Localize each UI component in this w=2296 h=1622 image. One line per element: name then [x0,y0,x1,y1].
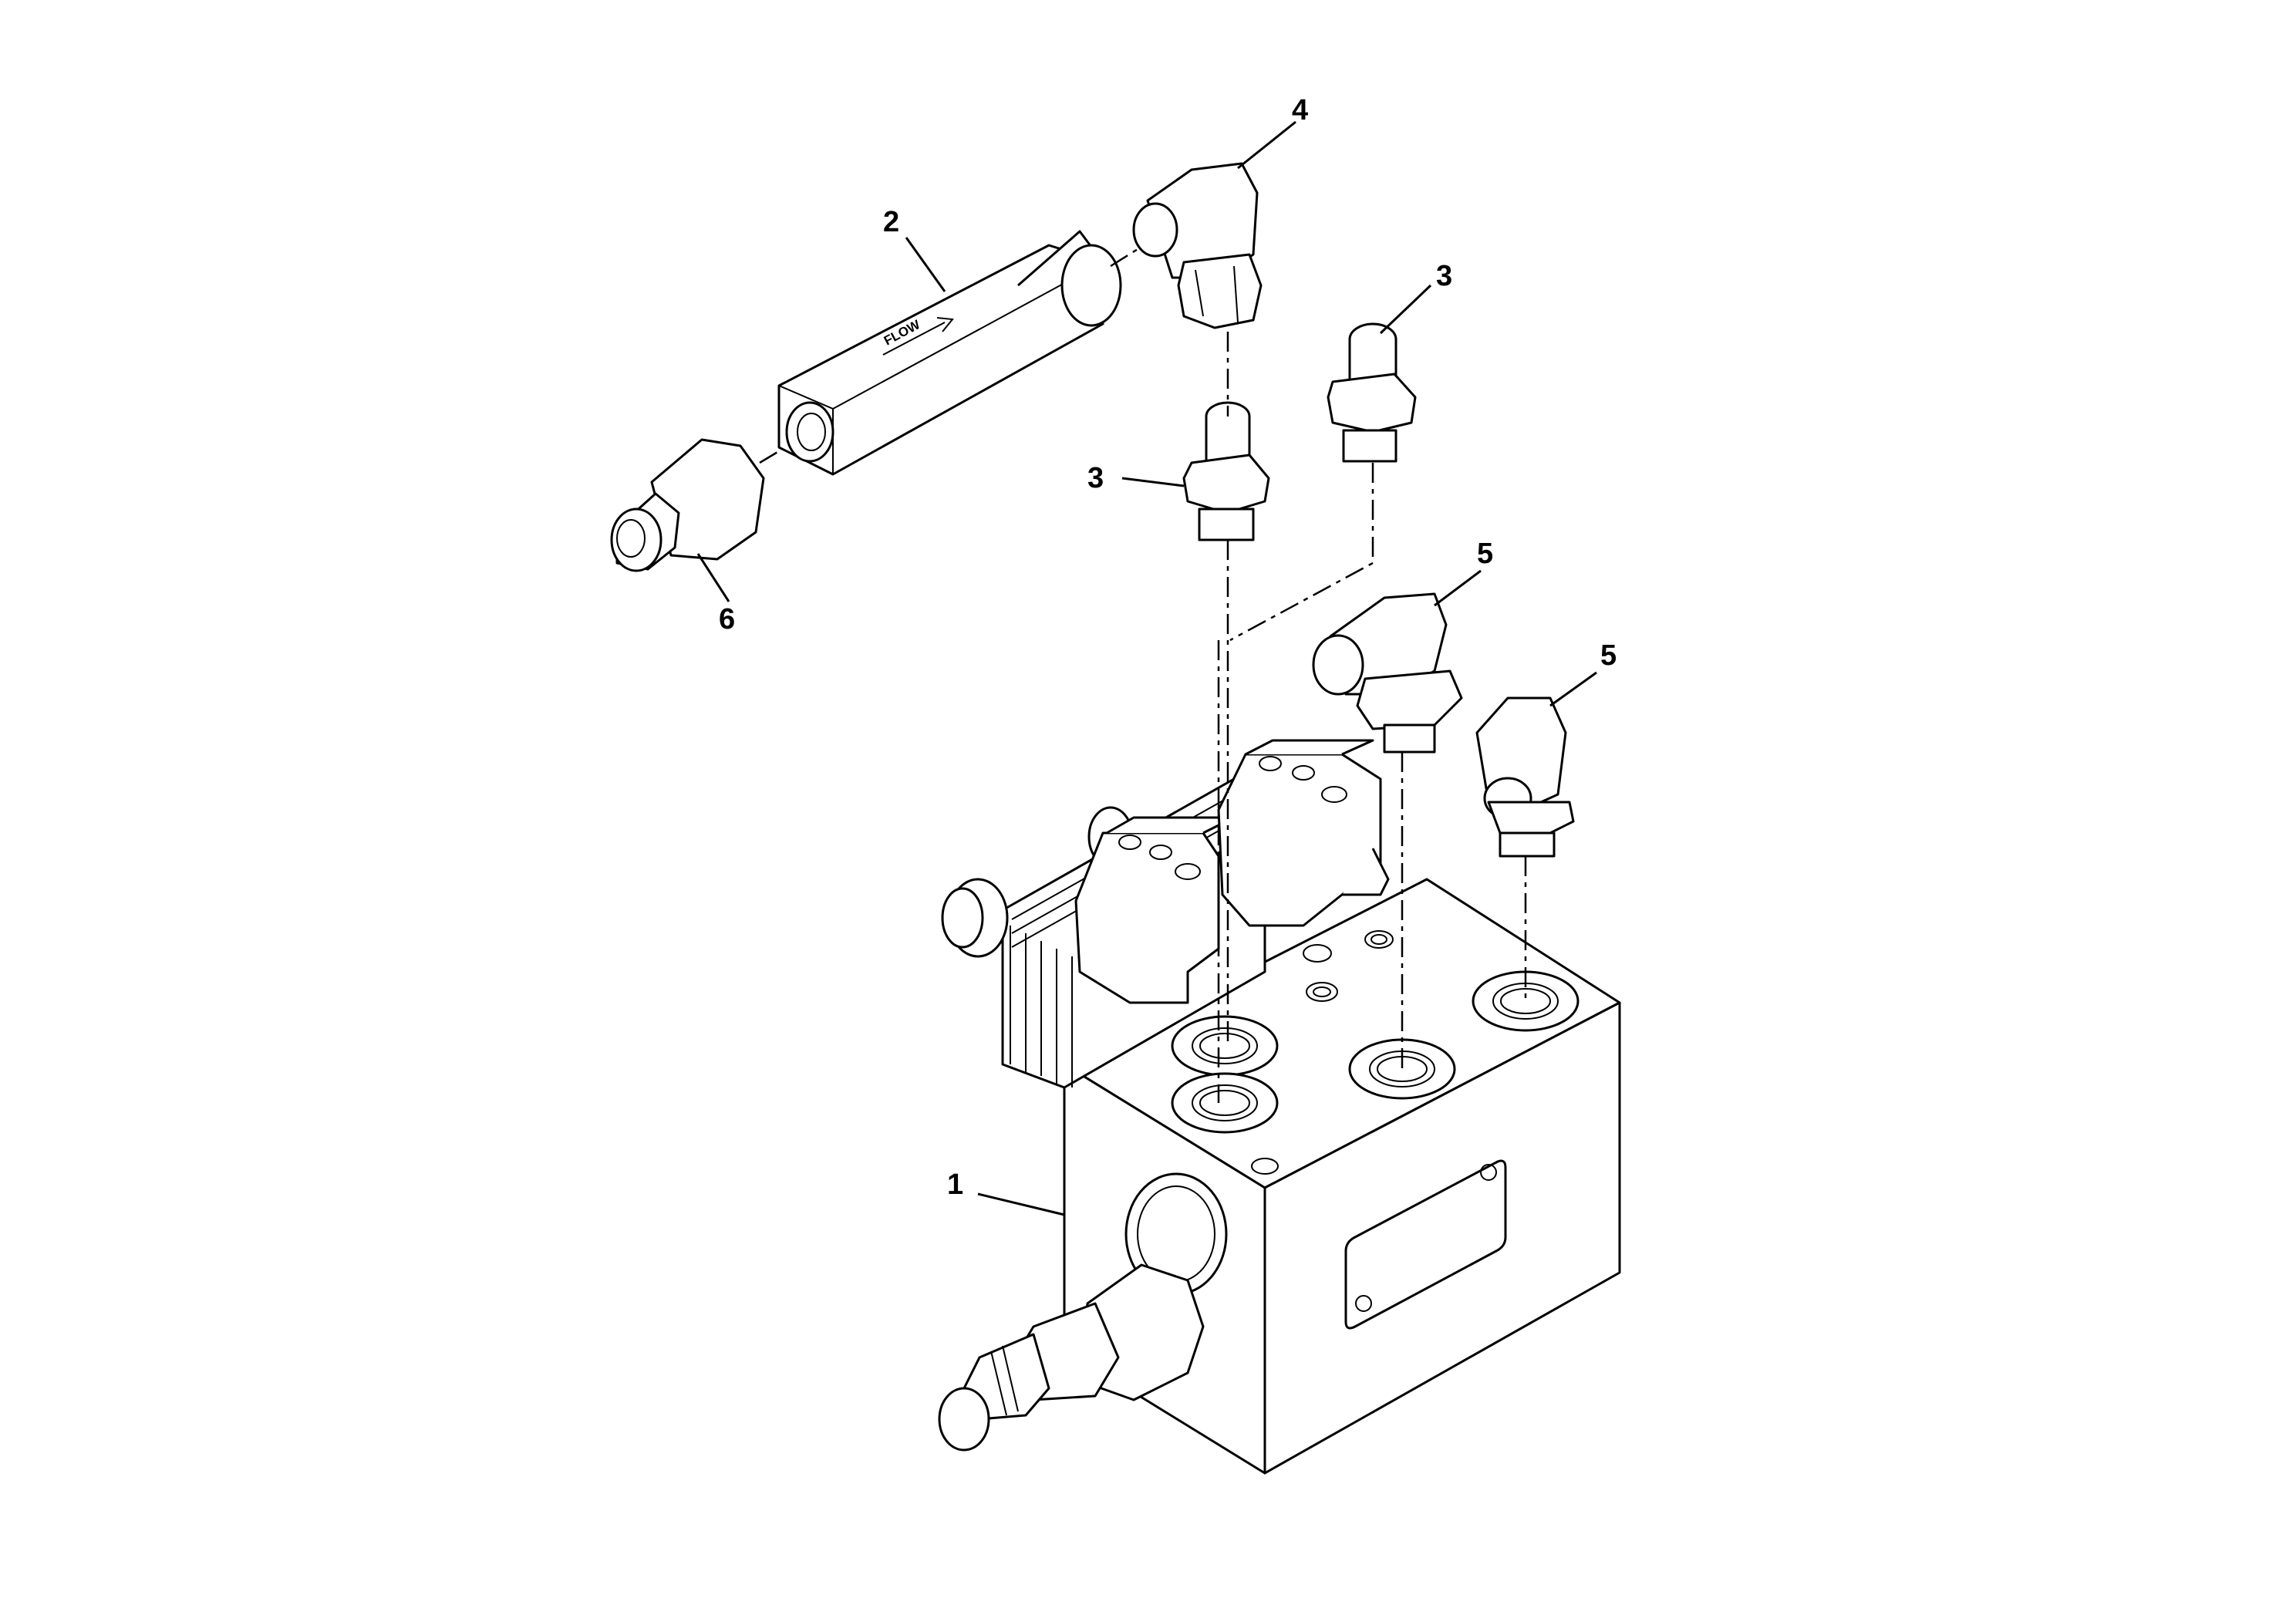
nameplate [1344,1159,1507,1330]
elbow-fitting-top [1132,162,1263,329]
assembly-centerlines [759,245,1527,1103]
leader-lines [696,120,1597,1216]
inline-check-valve: FLOW [777,230,1122,476]
callout-1: 1 [947,1168,963,1201]
callout-2: 2 [883,206,899,238]
solenoid-assembly [941,739,1390,1089]
callout-6: 6 [719,603,735,636]
straight-fitting-3-lower [1182,401,1270,541]
callout-labels: 1 2 3 3 4 5 5 6 [719,94,1617,1201]
callout-5-lower: 5 [1600,639,1617,672]
port [1472,970,1580,1032]
callout-3-upper: 3 [1436,260,1452,292]
callout-5-upper: 5 [1477,538,1493,570]
callout-4: 4 [1292,94,1308,126]
port [1171,1072,1279,1134]
elbow-fitting-5-upper [1312,592,1463,754]
check-valve-fitting [938,1263,1205,1452]
elbow-fitting-5-lower [1475,696,1575,858]
straight-fitting-3-upper [1327,322,1417,463]
port [1171,1015,1279,1077]
straight-fitting-left [610,438,765,572]
callout-3-lower: 3 [1087,462,1104,494]
